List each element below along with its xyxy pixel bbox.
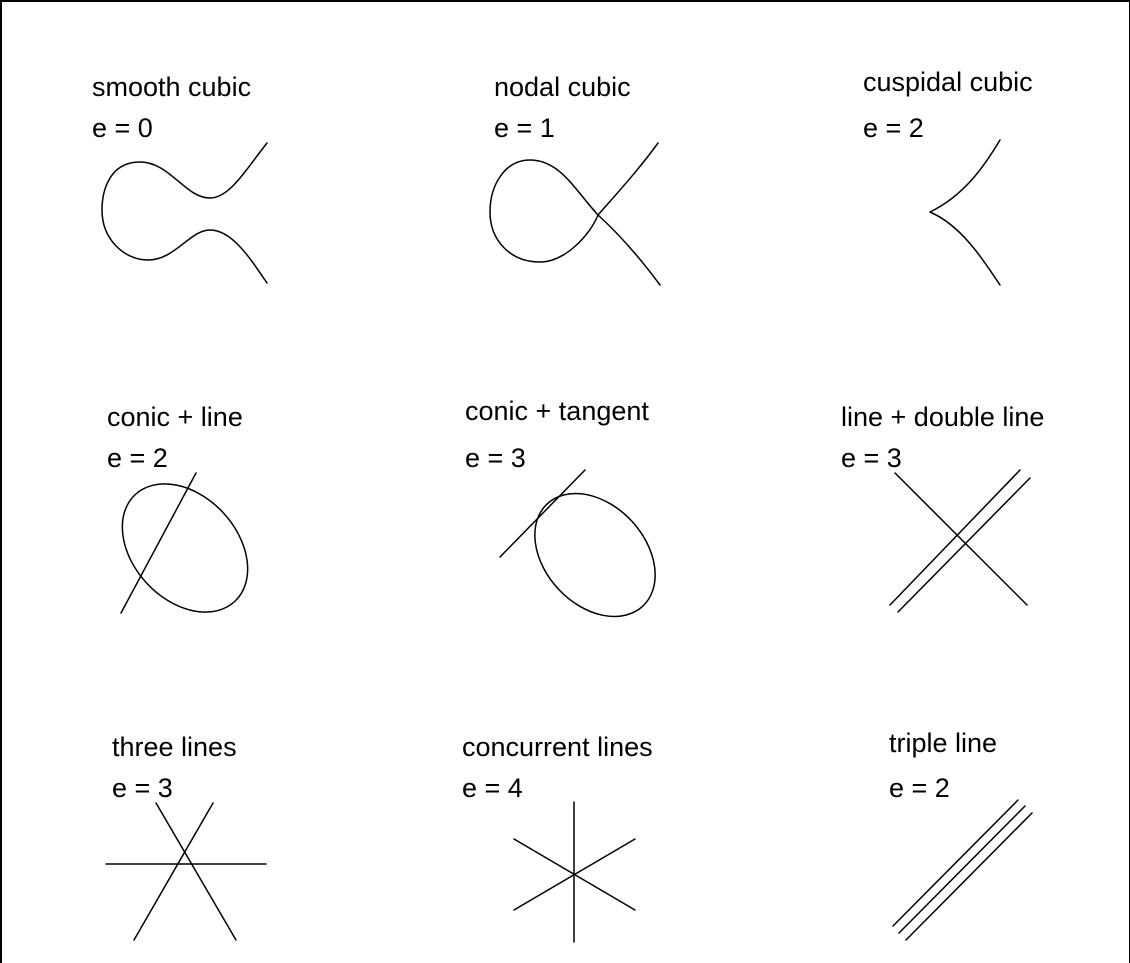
nodal-cubic-curve [489,142,661,286]
triple-line-c [905,812,1033,941]
triple-line-a [892,799,1019,927]
panel-conic-line: conic + line e = 2 [107,402,249,614]
conic-ellipse [121,483,249,613]
panel-title: line + double line [841,402,1044,432]
triple-line-b [898,805,1026,934]
single-line [894,472,1028,606]
panel-title: cuspidal cubic [863,67,1033,97]
panel-nodal-cubic: nodal cubic e = 1 [489,72,661,286]
panel-e-value: e = 0 [92,113,153,143]
panel-line-double-line: line + double line e = 3 [841,402,1044,613]
panel-triple-line: triple line e = 2 [889,728,1033,941]
panel-e-value: e = 2 [889,773,950,803]
panel-smooth-cubic: smooth cubic e = 0 [92,72,268,284]
panel-e-value: e = 4 [462,773,523,803]
panel-e-value: e = 2 [863,113,924,143]
panel-three-lines: three lines e = 3 [105,732,267,941]
panel-e-value: e = 3 [112,773,173,803]
double-line-b [897,477,1031,613]
falling-line [155,802,237,941]
panel-e-value: e = 3 [841,443,902,473]
panel-e-value: e = 1 [494,113,555,143]
ascending-line [513,838,636,911]
panel-concurrent-lines: concurrent lines e = 4 [462,732,653,943]
tangent-line [499,469,586,558]
conic-ellipse [534,492,656,618]
panel-e-value: e = 2 [107,443,168,473]
panel-title: concurrent lines [462,732,653,762]
cuspidal-cubic-curve [929,139,1001,286]
rising-line [133,802,214,941]
secant-line [120,472,197,614]
panel-e-value: e = 3 [465,443,526,473]
panel-conic-tangent: conic + tangent e = 3 [465,396,656,618]
panel-title: three lines [112,732,237,762]
panel-title: triple line [889,728,997,758]
panel-title: conic + line [107,402,243,432]
panel-title: conic + tangent [465,396,649,426]
smooth-cubic-curve [101,142,268,284]
double-line-a [889,469,1021,606]
panel-title: nodal cubic [494,72,631,102]
panel-cuspidal-cubic: cuspidal cubic e = 2 [863,67,1033,286]
panel-title: smooth cubic [92,72,251,102]
